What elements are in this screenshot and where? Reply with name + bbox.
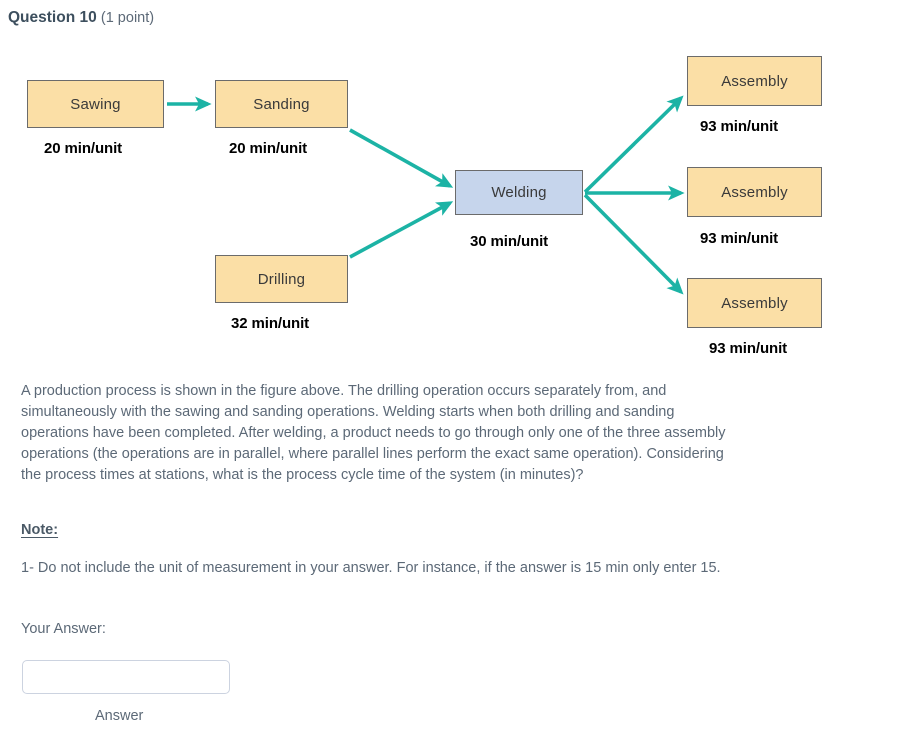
node-assembly-1-label: Assembly [721,72,788,90]
edge-drilling-welding [349,201,454,259]
node-sanding-label: Sanding [253,95,310,113]
node-assembly-3-label: Assembly [721,294,788,312]
node-welding-caption: 30 min/unit [470,233,549,250]
node-assembly-1: Assembly [687,56,822,106]
your-answer-label: Your Answer: [21,621,106,637]
process-flow-diagram: Sawing 20 min/unit Sanding 20 min/unit D… [0,40,906,370]
node-sanding-caption: 20 min/unit [229,140,308,157]
question-points: (1 point) [100,10,155,26]
node-assembly-2-caption: 93 min/unit [700,230,779,247]
node-drilling-caption: 32 min/unit [231,315,310,332]
note-heading: Note: [21,522,59,538]
edge-welding-assembly-3 [583,193,684,295]
node-assembly-2: Assembly [687,167,822,217]
node-assembly-2-label: Assembly [721,183,788,201]
question-header: Question 10 (1 point) [8,8,154,28]
answer-input[interactable] [22,660,230,694]
node-assembly-3-caption: 93 min/unit [709,340,788,357]
node-assembly-1-caption: 93 min/unit [700,118,779,135]
node-sanding: Sanding [215,80,348,128]
edge-sanding-welding [349,128,454,188]
page-title: Question 10 [8,9,97,26]
edge-welding-assembly-1 [583,95,684,194]
node-sawing-caption: 20 min/unit [44,140,123,157]
node-drilling-label: Drilling [257,270,306,288]
node-welding-label: Welding [491,184,547,201]
node-sawing-label: Sawing [70,95,121,113]
node-drilling: Drilling [215,255,348,303]
node-sawing: Sawing [27,80,164,128]
question-prompt-text: A production process is shown in the fig… [21,383,726,483]
answer-input-caption: Answer [95,708,144,724]
note-text: 1- Do not include the unit of measuremen… [21,560,721,576]
node-assembly-3: Assembly [687,278,822,328]
node-welding: Welding [455,170,583,215]
diagram-arrows [167,95,685,295]
